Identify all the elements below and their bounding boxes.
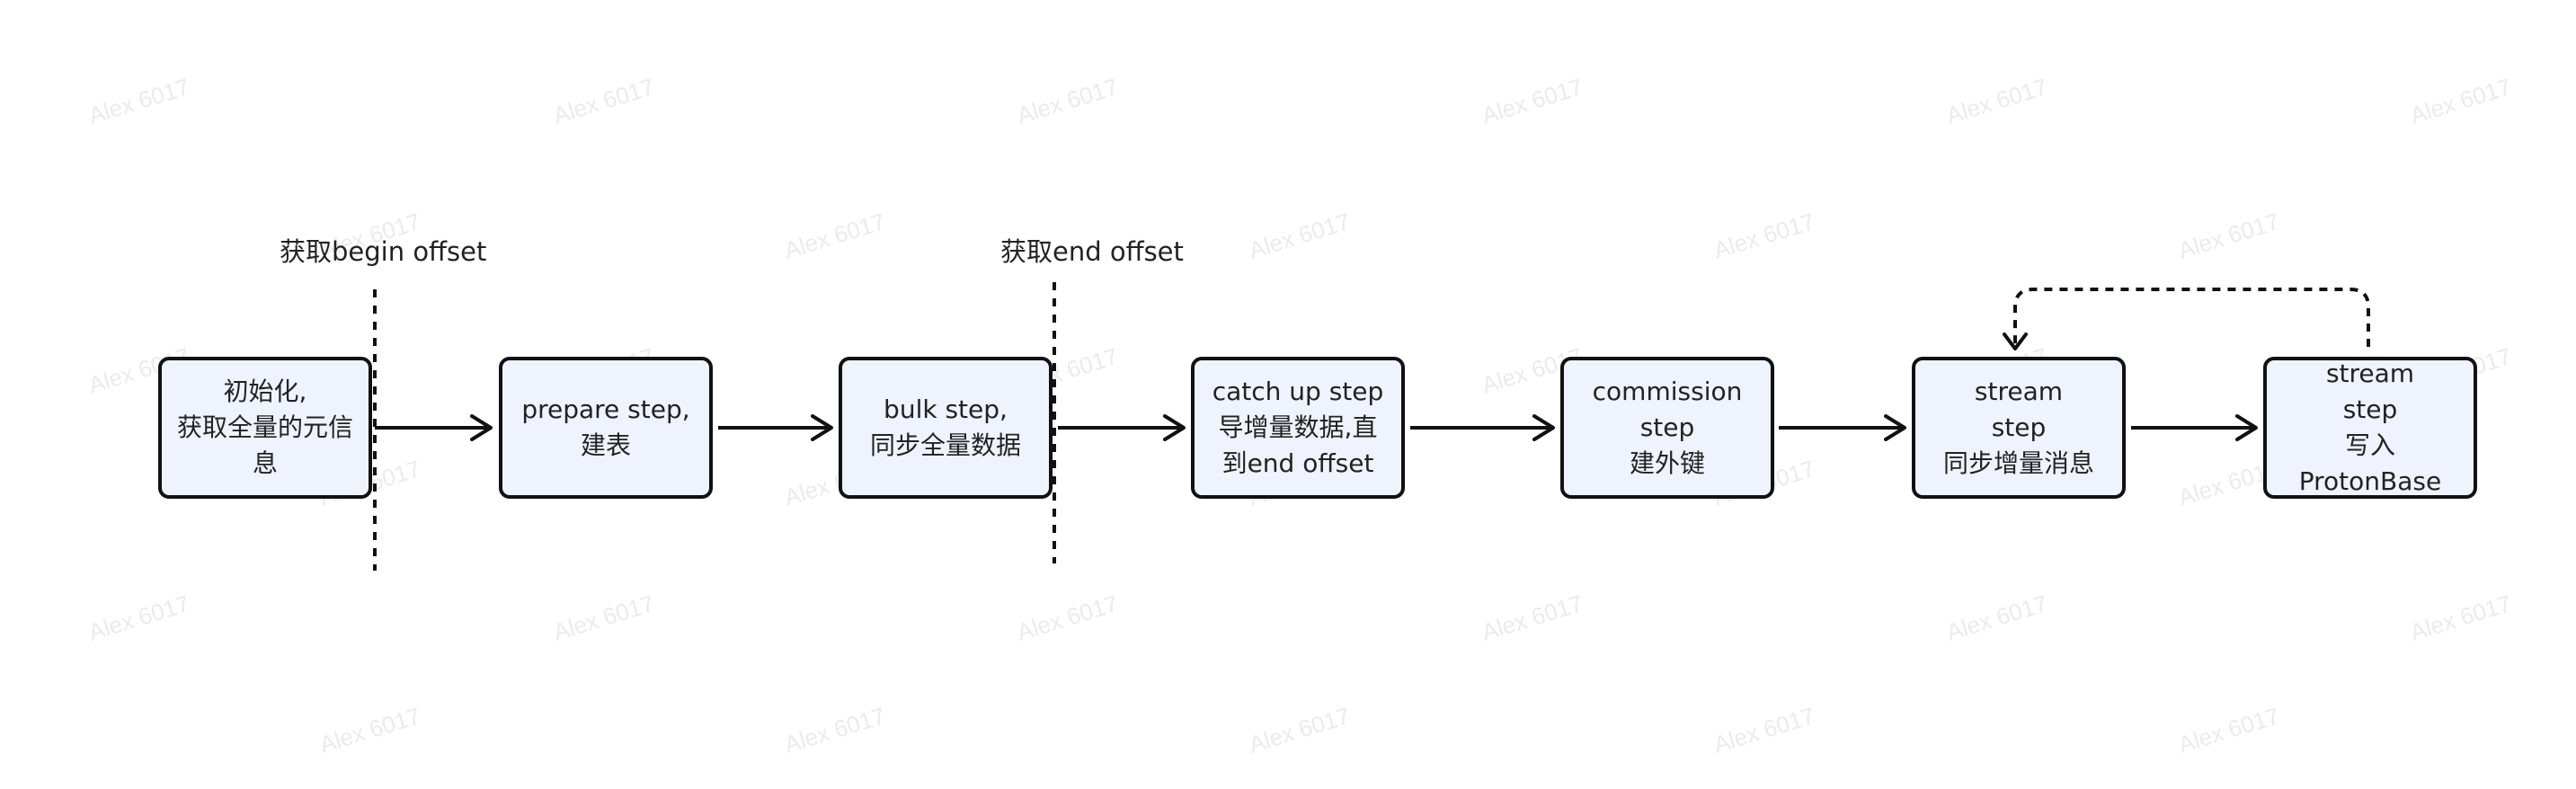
- step-init-node: 初始化, 获取全量的元信 息: [158, 357, 372, 499]
- step-stream-sync-node: stream step 同步增量消息: [1912, 357, 2126, 499]
- node-text-line: bulk step,: [884, 394, 1008, 424]
- node-text-line: catch up step: [1212, 377, 1384, 406]
- node-text-line: 到end offset: [1221, 448, 1374, 478]
- step-bulk-node: bulk step, 同步全量数据: [839, 357, 1053, 499]
- node-text-line: 初始化,: [223, 377, 307, 406]
- step-stream-write-node: stream step 写入ProtonBase: [2263, 357, 2477, 499]
- node-text-line: stream: [2325, 359, 2415, 388]
- loop-back-arrow: [2013, 288, 2370, 347]
- step-catchup-node: catch up step 导增量数据,直 到end offset: [1191, 357, 1405, 499]
- node-text-line: step: [1991, 412, 2047, 442]
- node-text-line: stream: [1974, 377, 2064, 406]
- node-text-line: commission: [1592, 377, 1743, 406]
- loop-back-arrowhead: [2003, 332, 2028, 350]
- node-text-line: 建外键: [1629, 448, 1705, 478]
- node-text-line: step: [1639, 412, 1695, 442]
- node-text-line: 同步增量消息: [1942, 448, 2094, 478]
- node-text-line: 导增量数据,直: [1218, 412, 1378, 442]
- node-text-line: 同步全量数据: [869, 430, 1021, 460]
- step-commission-node: commission step 建外键: [1560, 357, 1774, 499]
- node-text-line: step: [2342, 394, 2398, 424]
- node-text-line: 建表: [580, 430, 631, 460]
- end-offset-label: 获取end offset: [1000, 236, 1184, 267]
- step-prepare-node: prepare step, 建表: [499, 357, 713, 499]
- node-text-line: prepare step,: [521, 394, 690, 424]
- begin-offset-label: 获取begin offset: [280, 236, 487, 267]
- node-text-line: 写入ProtonBase: [2298, 430, 2442, 496]
- node-text-line: 获取全量的元信: [176, 412, 353, 442]
- node-text-line: 息: [252, 448, 278, 478]
